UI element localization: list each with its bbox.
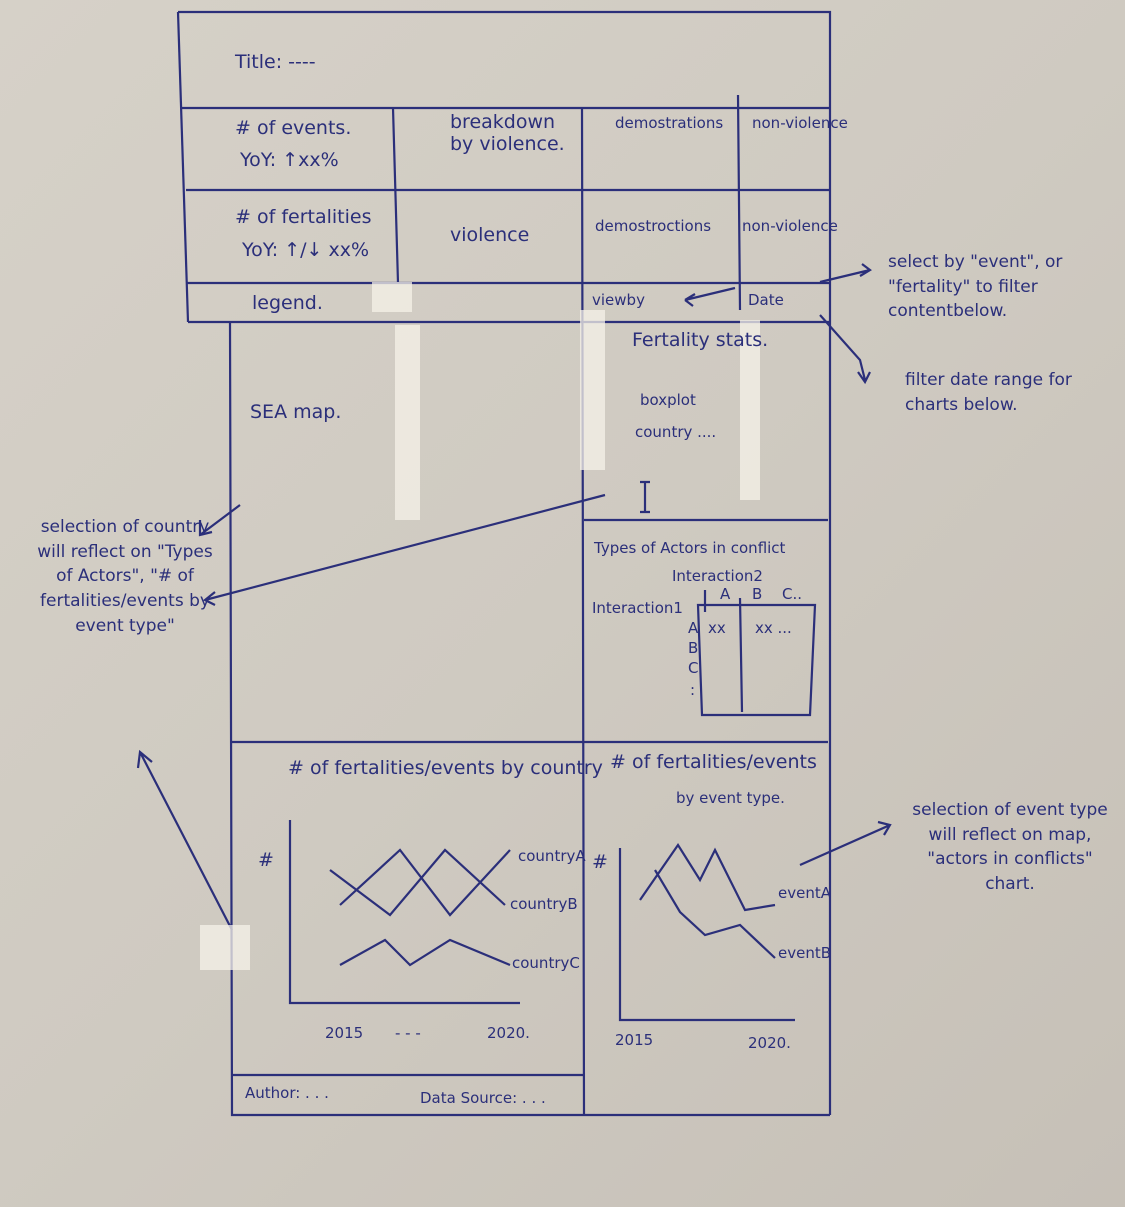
country-chart-ylabel: #	[258, 849, 274, 871]
legend: legend.	[252, 292, 323, 314]
demonstrations-kpi-2: demostroctions	[595, 217, 712, 235]
col-b: B	[752, 585, 763, 603]
event-type-annotation: selection of event type will reflect on …	[912, 800, 1108, 894]
date-annotation: filter date range for charts below.	[905, 370, 1072, 415]
row-more: :	[690, 681, 696, 699]
country-x-end: 2020.	[487, 1024, 530, 1042]
data-source: Data Source: . . .	[420, 1089, 546, 1107]
country-annotation: selection of country will reflect on "Ty…	[37, 517, 213, 636]
series-country-c[interactable]: countryC	[512, 954, 580, 972]
cell-aa: xx	[708, 619, 726, 637]
interaction2-header: Interaction2	[672, 567, 763, 585]
page-title: Title: ----	[235, 51, 316, 73]
row-c: C	[688, 659, 699, 677]
tape	[395, 325, 420, 520]
series-country-b[interactable]: countryB	[510, 895, 578, 913]
country-chart-title: # of fertalities/events by country	[288, 757, 603, 779]
sea-map[interactable]: SEA map.	[250, 401, 342, 423]
tape	[580, 310, 605, 470]
author: Author: . . .	[245, 1084, 329, 1102]
type-chart-title2: by event type.	[676, 789, 785, 807]
boxplot-country: country ....	[635, 423, 717, 441]
date-filter[interactable]: Date	[748, 291, 784, 309]
demonstrations-kpi: demostrations	[615, 114, 724, 132]
violence-kpi: violence	[450, 224, 530, 246]
fatalities-yoy: YoY: ↑/↓ xx%	[242, 239, 370, 261]
viewby-selector[interactable]: viewby	[592, 291, 645, 309]
actors-title: Types of Actors in conflict	[594, 539, 786, 557]
viewby-annotation: select by "event", or "fertality" to fil…	[888, 252, 1063, 322]
series-event-a[interactable]: eventA	[778, 884, 831, 902]
type-x-start: 2015	[615, 1031, 654, 1049]
tape	[200, 925, 250, 970]
events-yoy: YoY: ↑xx%	[240, 149, 339, 171]
type-chart-title: # of fertalities/events	[610, 751, 817, 773]
tape	[372, 282, 412, 312]
tape	[740, 320, 760, 500]
fatality-stats-title: Fertality stats.	[632, 329, 769, 351]
country-x-mid: - - -	[395, 1024, 421, 1042]
cell-ab: xx ...	[755, 619, 792, 637]
events-kpi-label: # of events.	[235, 117, 352, 139]
boxplot-label: boxplot	[640, 391, 696, 409]
non-violence-kpi-2: non-violence	[742, 217, 838, 235]
col-a: A	[720, 585, 731, 603]
series-event-b[interactable]: eventB	[778, 944, 832, 962]
series-country-a[interactable]: countryA	[518, 847, 586, 865]
row-a: A	[688, 619, 699, 637]
type-x-end: 2020.	[748, 1034, 791, 1052]
col-c: C..	[782, 585, 803, 603]
country-x-start: 2015	[325, 1024, 364, 1042]
non-violence-kpi: non-violence	[752, 114, 848, 132]
interaction1-header: Interaction1	[592, 599, 683, 617]
row-b: B	[688, 639, 699, 657]
fatalities-kpi-label: # of fertalities	[235, 206, 372, 228]
breakdown-label: breakdown by violence.	[450, 111, 565, 155]
type-chart-ylabel: #	[592, 851, 608, 873]
